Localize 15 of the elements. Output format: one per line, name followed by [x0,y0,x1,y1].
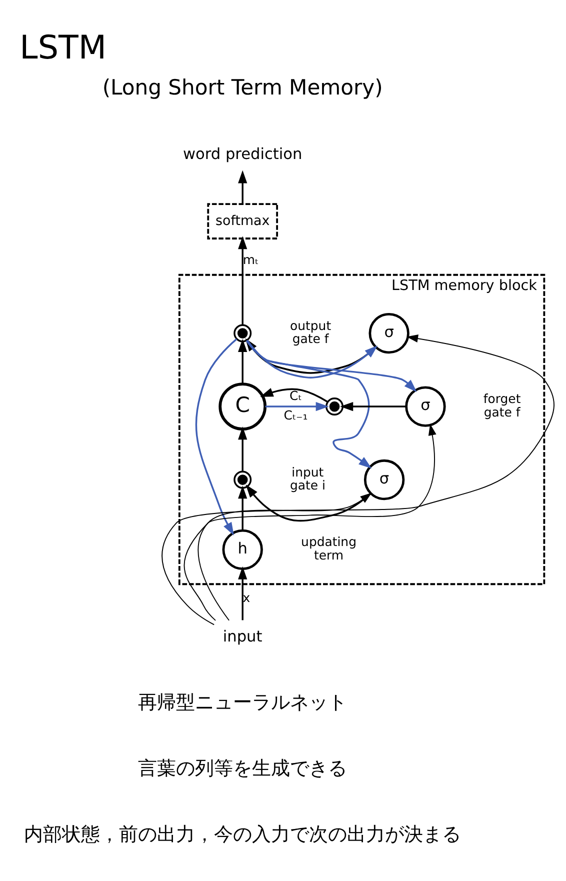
node-label: forget gate f [483,390,521,419]
label: 言葉の列等を生成できる [138,756,348,780]
node-text: word prediction [182,144,302,162]
label: (Long Short Term Memory) [102,74,383,100]
edge-label: mₜ [242,251,259,266]
label: 内部状態，前の出力，今の入力で次の出力が決まる [24,822,462,846]
node-label: input gate i [290,464,326,492]
node-label: updating term [301,534,356,562]
node-label: output gate f [290,317,332,346]
edge-label: Cₜ₋₁ [284,406,308,422]
edge-label: x [242,589,250,604]
label: 再帰型ニューラルネット [138,690,348,714]
diagram-title: LSTM [20,28,106,66]
edge-label: Cₜ [290,388,302,403]
node-text: input [222,626,262,645]
